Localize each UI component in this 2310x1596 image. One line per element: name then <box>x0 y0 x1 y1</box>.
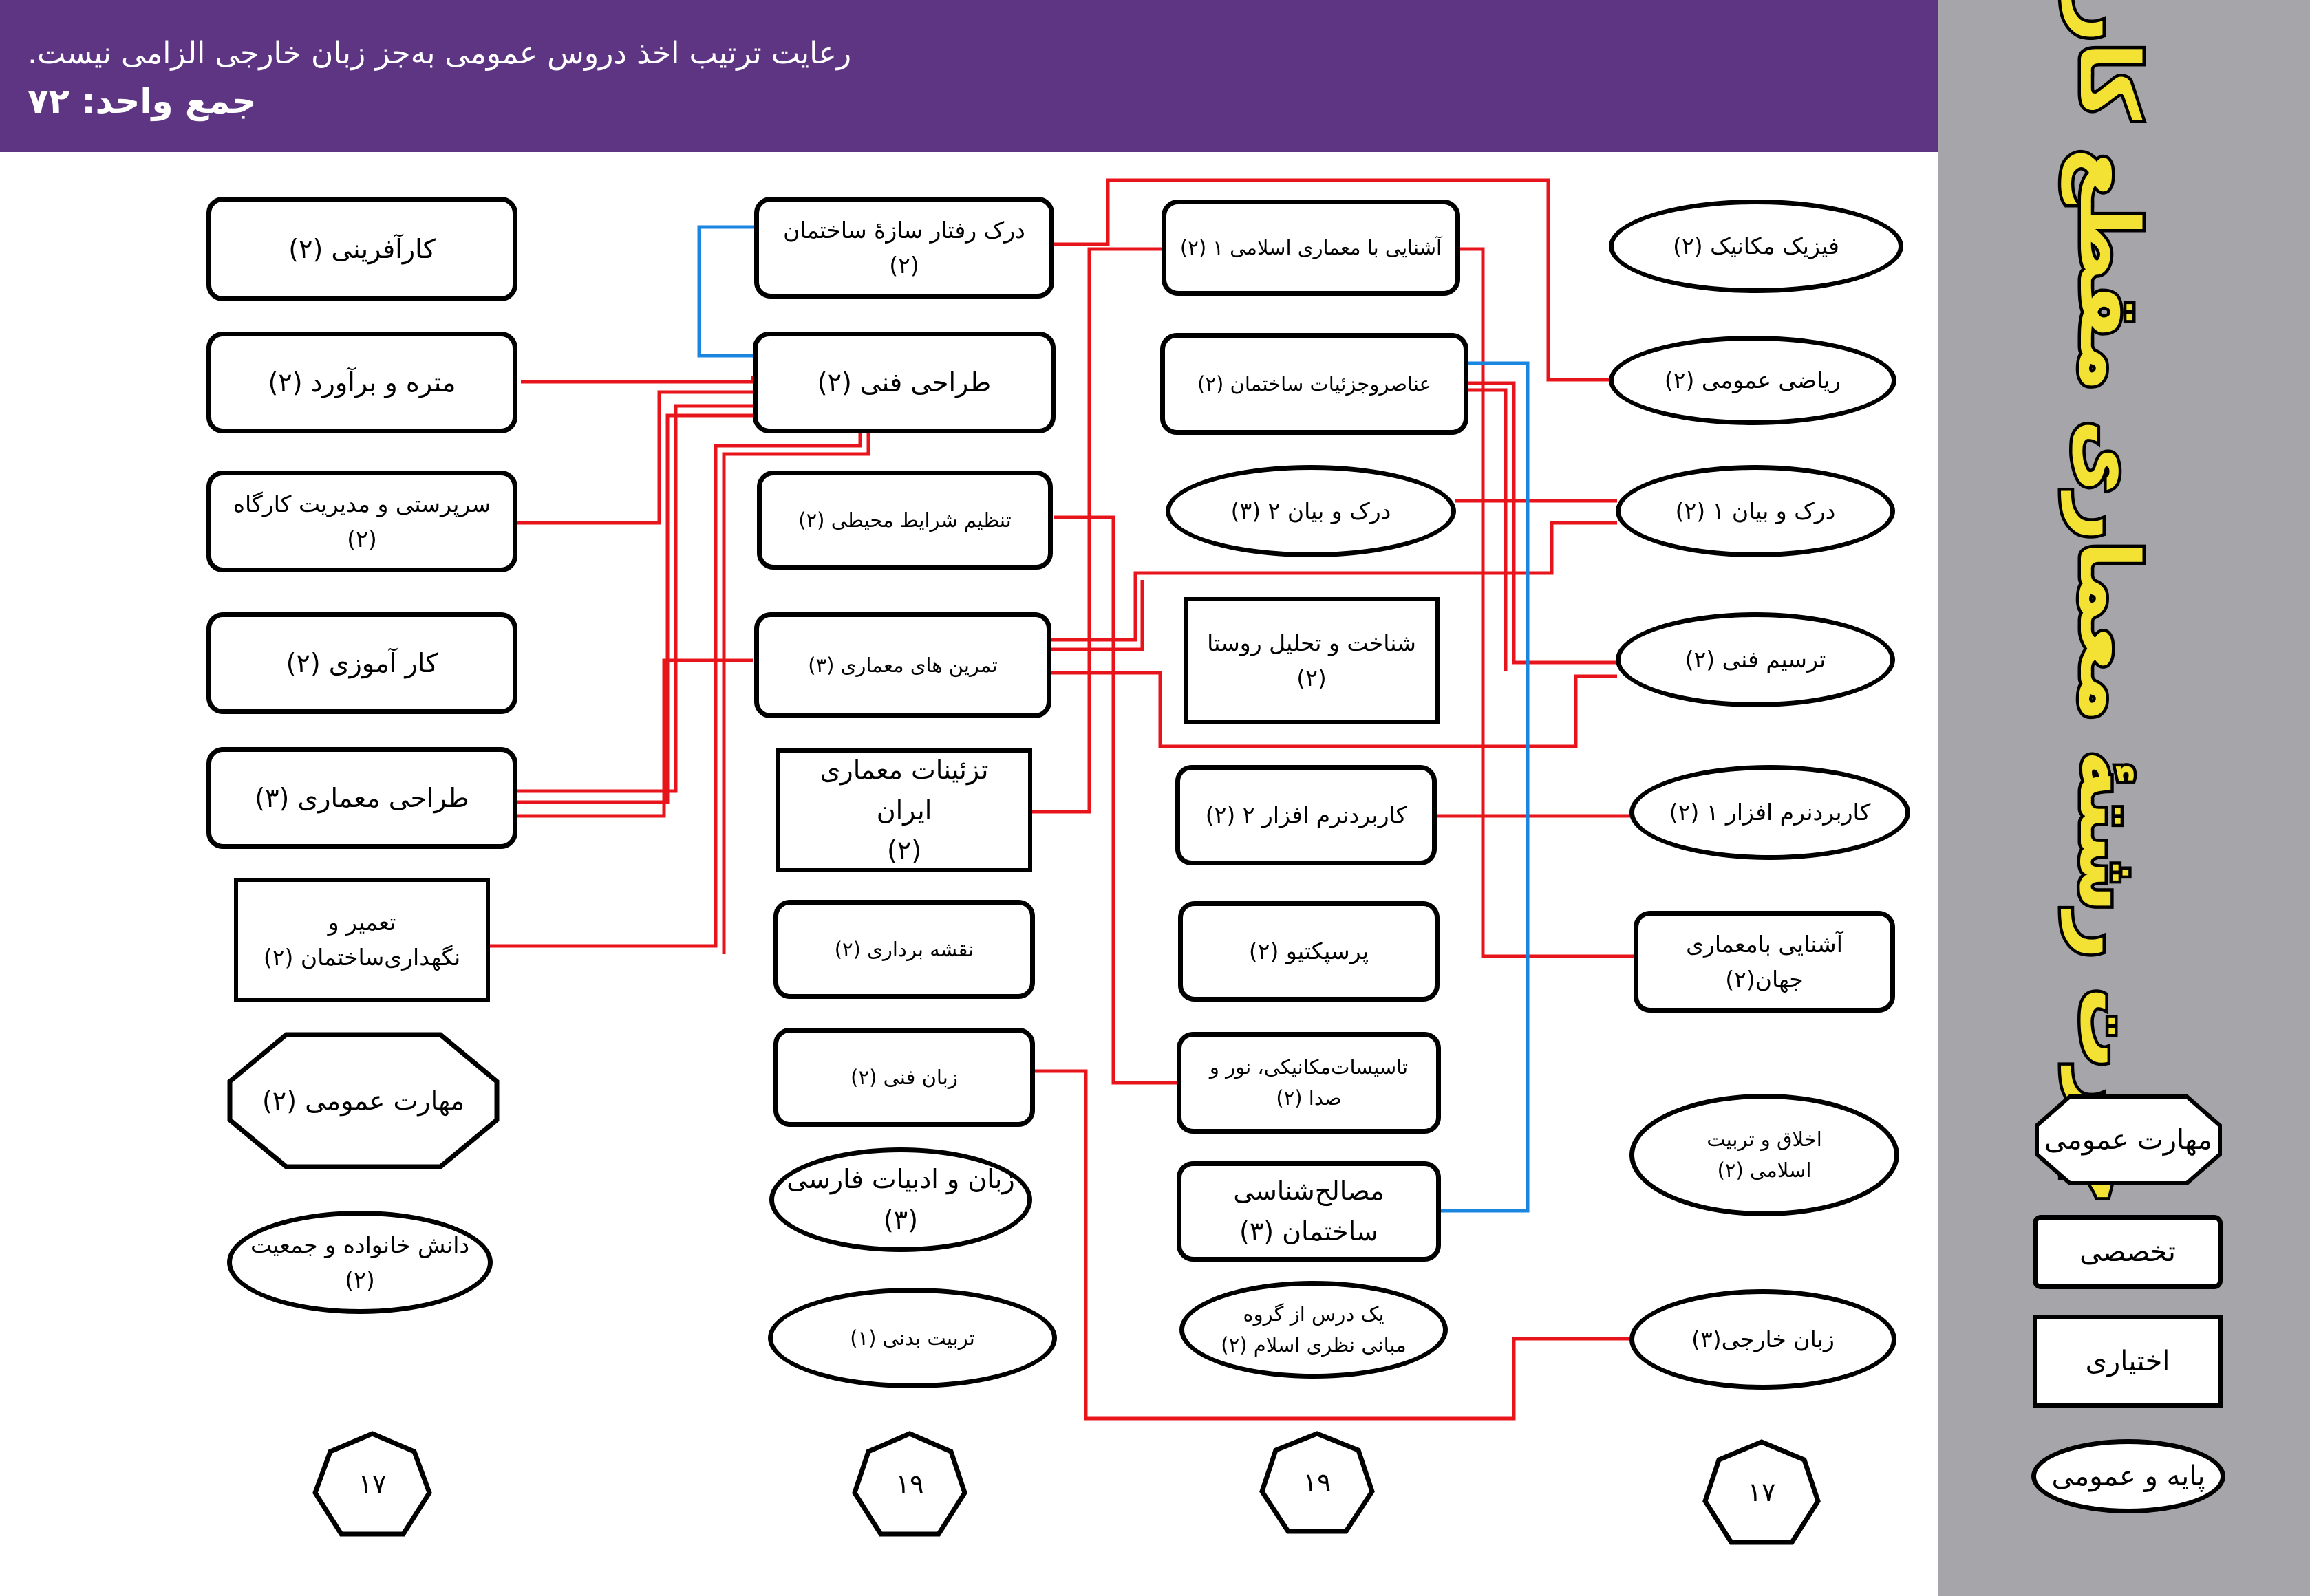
semester-4-total: ۱۷ <box>311 1431 434 1537</box>
header-bar: رعایت ترتیب اخذ دروس عمومی به‌جز زبان خا… <box>0 0 1938 152</box>
heptagon-shape <box>1702 1439 1821 1545</box>
course-iranian-ornaments: تزئینات معماری ایران (۲) <box>776 748 1032 872</box>
course-architecture-exercise: تمرین های معماری (۳) <box>754 612 1051 718</box>
coreq-details-materials <box>1438 361 1530 1213</box>
course-family-knowledge: دانش خانواده و جمعیت (۲) <box>227 1211 493 1314</box>
course-foreign-language: زبان خارجی(۳) <box>1629 1289 1896 1390</box>
course-surveying: نقشه برداری (۲) <box>773 900 1035 999</box>
semester-3-total: ۱۹ <box>851 1431 969 1537</box>
legend-specialized: تخصصی <box>2033 1215 2223 1289</box>
course-internship: کار آموزی (۲) <box>206 612 517 714</box>
link-techdesign-estimate <box>521 376 755 384</box>
course-installations: تاسیسات‌مکانیکی، نور و صدا (۲) <box>1177 1032 1441 1134</box>
course-persian-literature: زبان و ادبیات فارسی (۳) <box>769 1147 1032 1252</box>
course-technical-design: طراحی فنی (۲) <box>753 332 1056 433</box>
link-exercise-expr1 <box>1049 521 1617 642</box>
link-details-techdraw <box>1467 381 1617 665</box>
course-structure-behavior: درک رفتار سازهٔ ساختمان (۲) <box>754 197 1054 299</box>
course-physical-education: تربیت بدنی (۱) <box>768 1288 1057 1388</box>
octagon-shape <box>227 1032 500 1169</box>
link-techdesign-design-2 <box>517 413 753 804</box>
course-technical-language: زبان فنی (۲) <box>773 1028 1035 1127</box>
course-physics: فیزیک مکانیک (۲) <box>1609 200 1903 293</box>
semester-1-total: ۱۷ <box>1701 1439 1822 1545</box>
course-islamic-architecture-1: آشنایی با معماری اسلامی ۱ (۲) <box>1162 200 1460 296</box>
link-exercise-techdraw <box>1049 671 1617 748</box>
link-techdesign-design-1 <box>517 404 753 793</box>
course-expression-2: درک و بیان ۲ (۳) <box>1166 465 1456 557</box>
course-technical-drawing: ترسیم فنی (۲) <box>1616 612 1895 707</box>
link-techdesign-maint <box>490 433 862 948</box>
course-climate-control: تنظیم شرایط محیطی (۲) <box>757 471 1053 570</box>
course-islamic-theory: یک درس از گروه مبانی نظری اسلام (۲) <box>1179 1281 1448 1379</box>
course-general-math: ریاضی عمومی (۲) <box>1609 336 1896 425</box>
legend-elective: اختیاری <box>2033 1315 2223 1408</box>
link-details-techdraw-2 <box>1467 388 1508 671</box>
course-building-maintenance: تعمیر و نگهداری‌ساختمان (۲) <box>234 878 490 1002</box>
link-islamic-ornament <box>1031 247 1163 814</box>
legend-general-skill: مهارت عمومی <box>2034 1094 2223 1186</box>
link-techlang-foreign <box>1035 1069 1631 1421</box>
coreq-structure-design <box>697 225 757 358</box>
course-world-architecture: آشنایی بامعماری جهان(۲) <box>1634 911 1895 1013</box>
semester-2-total: ۱۹ <box>1258 1431 1376 1534</box>
link-details-climate <box>1054 515 1178 1085</box>
heptagon-shape <box>312 1431 432 1537</box>
course-perspective: پرسپکتیو (۲) <box>1178 901 1440 1002</box>
course-building-materials: مصالح‌شناسی ساختمان (۳) <box>1177 1161 1441 1262</box>
link-structure-math <box>1042 178 1610 382</box>
course-entrepreneurship: کارآفرینی (۲) <box>206 197 517 301</box>
heptagon-shape <box>1259 1431 1375 1534</box>
course-software-2: کاربردنرم افزار ۲ (۲) <box>1175 765 1437 865</box>
heptagon-shape <box>852 1431 967 1537</box>
course-general-skill: مهارت عمومی (۲) <box>227 1032 500 1169</box>
total-units: جمع واحد: ۷۲ <box>28 81 257 121</box>
course-architectural-design: طراحی معماری (۳) <box>206 747 517 849</box>
link-exercise-expr1-2 <box>1049 580 1144 651</box>
link-techdesign-maint-2 <box>722 433 870 954</box>
link-exercise-design <box>517 658 753 818</box>
octagon-shape <box>2035 1094 2222 1185</box>
course-software-1: کاربردنرم افزار ۱ (۲) <box>1629 765 1910 860</box>
link-islamic-worldarch <box>1459 247 1634 958</box>
course-expression-1: درک و بیان ۱ (۲) <box>1616 465 1895 557</box>
link-techdesign-workshop <box>517 390 753 525</box>
course-village-analysis: شناخت و تحلیل روستا (۲) <box>1184 597 1440 724</box>
course-cost-estimation: متره و برآورد (۲) <box>206 332 517 433</box>
course-building-details: عناصروجزئیات ساختمان (۲) <box>1160 333 1468 435</box>
legend-basic-general: پایه و عمومی <box>2031 1439 2225 1513</box>
course-workshop-management: سرپرستی و مدیریت کارگاه (۲) <box>206 471 517 572</box>
course-islamic-ethics: اخلاق و تربیت اسلامی (۲) <box>1629 1094 1899 1216</box>
header-note: رعایت ترتیب اخذ دروس عمومی به‌جز زبان خا… <box>28 36 852 71</box>
